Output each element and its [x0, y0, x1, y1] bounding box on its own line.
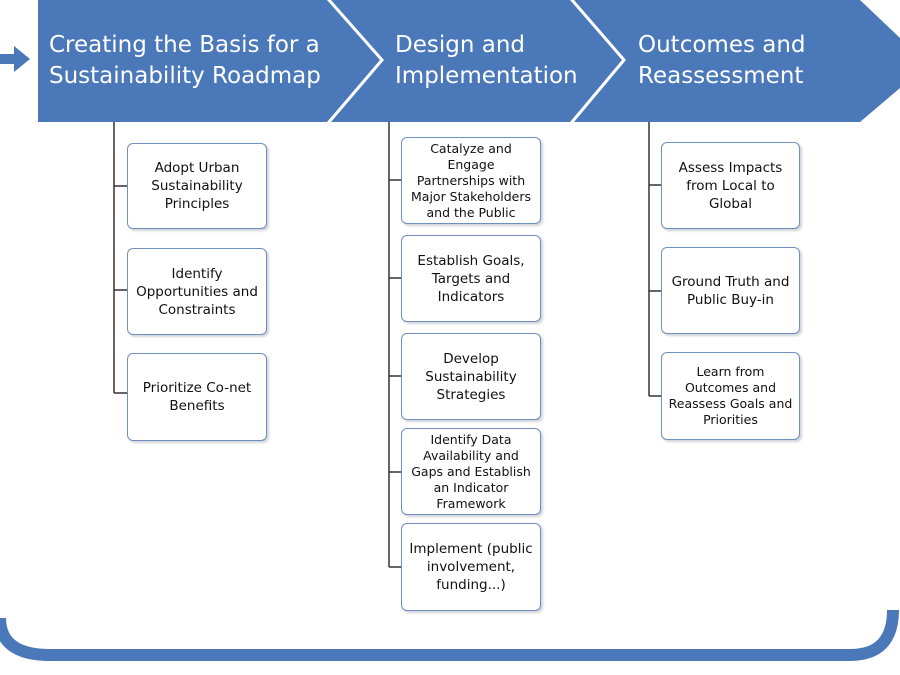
connector-lines	[113, 122, 661, 568]
phase-title-1: Creating the Basis for a Sustainability …	[49, 30, 321, 92]
phase-title-line: Creating the Basis for a	[49, 32, 320, 58]
phase-title-3: Outcomes and Reassessment	[638, 30, 806, 92]
phase-title-line: Reassessment	[638, 63, 804, 89]
step-text-line: Global	[708, 195, 753, 212]
step-text-line: Public Buy-in	[686, 291, 774, 308]
step-box: Develop Sustainability Strategies	[401, 333, 541, 420]
step-box: Identify Data Availability and Gaps and …	[401, 428, 541, 515]
step-text-line: Identify Data	[430, 431, 512, 447]
phase-title-line: Implementation	[395, 63, 578, 89]
step-text-line: Reassess Goals and	[668, 396, 793, 411]
step-text-line: Strategies	[436, 386, 506, 403]
step-box: Adopt Urban Sustainability Principles	[127, 143, 267, 229]
phase-title-line: Sustainability Roadmap	[49, 63, 321, 89]
step-text-line: Sustainability	[151, 178, 243, 194]
step-box: Catalyze and Engage Partnerships with Ma…	[401, 137, 541, 224]
step-text-line: and the Public	[426, 204, 516, 220]
phase-title-line: Design and	[395, 32, 525, 58]
step-text-line: funding...)	[436, 577, 506, 593]
phase-banner-1	[38, 0, 380, 122]
phase-banner-2	[331, 0, 622, 122]
step-text-line: Identify	[171, 265, 223, 282]
step-text-line: Major Stakeholders	[411, 188, 531, 204]
step-text-line: Targets and	[431, 270, 511, 287]
step-text-line: Gaps and Establish	[411, 463, 531, 479]
step-text-line: Develop	[443, 350, 499, 367]
step-text-line: Establish Goals,	[417, 252, 525, 269]
step-text-line: Learn from	[696, 364, 765, 379]
step-text-line: Assess Impacts	[678, 159, 783, 176]
step-box: Learn from Outcomes and Reassess Goals a…	[661, 352, 800, 440]
step-text-line: Prioritize Co-net	[142, 380, 252, 396]
step-text-line: Benefits	[169, 398, 225, 414]
step-text-line: an Indicator	[433, 479, 509, 495]
feedback-loop-arc	[0, 609, 899, 661]
step-text-line: Constraints	[158, 301, 236, 318]
step-box: Establish Goals, Targets and Indicators	[401, 235, 541, 322]
step-box: Implement (public involvement, funding..…	[401, 523, 541, 611]
step-text-line: Partnerships with	[416, 172, 526, 188]
phase-title-2: Design and Implementation	[395, 30, 578, 92]
step-text-line: Sustainability	[425, 368, 517, 385]
step-text-line: Outcomes and	[684, 380, 777, 395]
step-text-line: Availability and	[423, 447, 519, 463]
phase-banner-3	[574, 0, 900, 122]
step-box: Assess Impacts from Local to Global	[661, 142, 800, 229]
step-box: Ground Truth and Public Buy-in	[661, 247, 800, 334]
step-text-line: Priorities	[703, 412, 758, 427]
step-text-line: Catalyze and	[430, 140, 512, 156]
step-text-line: Indicators	[437, 288, 505, 305]
step-text-line: Engage	[447, 156, 495, 172]
step-text-line: Principles	[164, 196, 230, 212]
step-text-line: Implement (public	[409, 541, 533, 557]
step-text-line: Opportunities and	[136, 283, 258, 300]
step-box: Identify Opportunities and Constraints	[127, 248, 267, 335]
step-box: Prioritize Co-net Benefits	[127, 353, 267, 441]
step-text-line: Framework	[436, 495, 506, 511]
step-text-line: involvement,	[426, 559, 516, 575]
step-text-line: from Local to	[686, 177, 775, 194]
phase-title-line: Outcomes and	[638, 32, 806, 58]
step-text-line: Adopt Urban	[154, 160, 240, 176]
step-text-line: Ground Truth and	[671, 273, 790, 290]
right-arrow-icon	[0, 46, 30, 72]
